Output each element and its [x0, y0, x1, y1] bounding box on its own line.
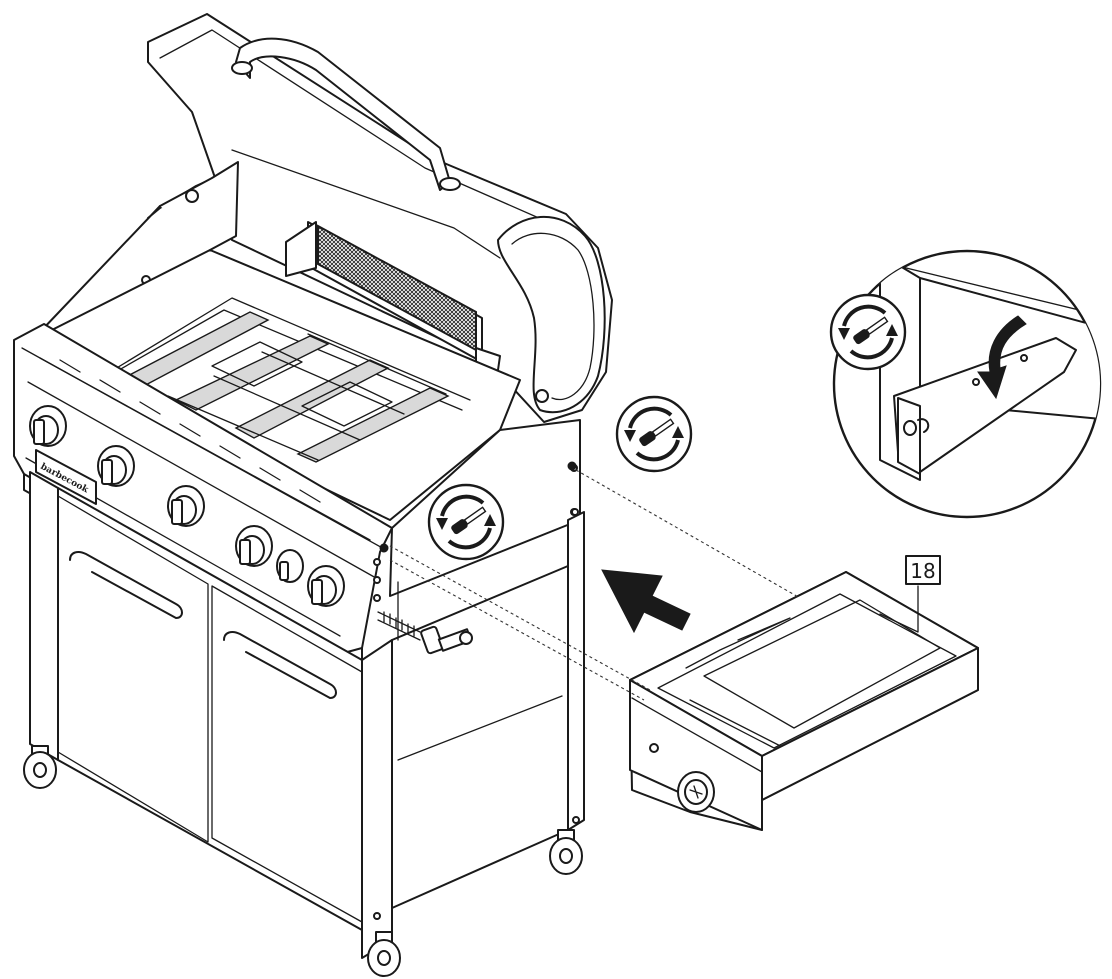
side-burner-part: 18 — [629, 555, 979, 831]
grill: barbecook — [13, 13, 613, 977]
control-knobs — [29, 405, 345, 607]
knob-2 — [97, 445, 135, 487]
alignment-guides — [389, 469, 801, 701]
knob-3 — [167, 485, 205, 527]
side-burner-knob — [677, 771, 715, 813]
caster-front-left — [23, 745, 57, 789]
caster-rear-right — [549, 829, 583, 875]
downward-curved-arrow-icon — [977, 315, 1027, 400]
caster-front-right — [367, 931, 401, 977]
part-number-label: 18 — [910, 559, 935, 583]
knob-4 — [235, 525, 273, 567]
screwdriver-rotate-icon — [829, 293, 907, 371]
gas-hose-regulator — [377, 611, 473, 655]
brand-plate: barbecook — [35, 449, 97, 505]
screwdriver-rotate-icon — [615, 395, 693, 473]
knob-6 — [307, 565, 345, 607]
screwdriver-rotate-icon — [427, 483, 505, 561]
rear-infrared-burner — [285, 221, 501, 385]
grill-lid — [147, 13, 613, 423]
insertion-arrow-icon — [601, 569, 691, 634]
detail-view — [832, 249, 1102, 519]
part-number-box — [905, 555, 941, 585]
knob-1 — [29, 405, 67, 447]
knob-5 — [276, 549, 304, 583]
casters — [23, 745, 583, 977]
